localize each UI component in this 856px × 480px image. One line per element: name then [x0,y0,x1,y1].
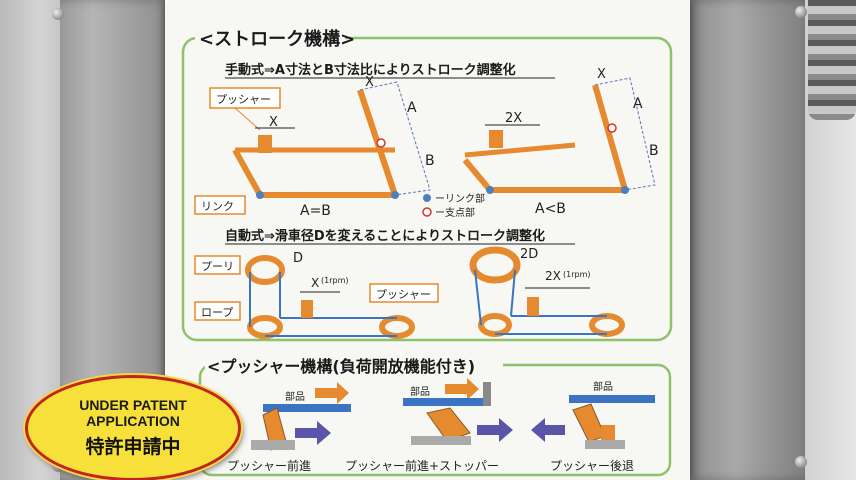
stroke-section-frame [181,36,673,342]
svg-text:プッシャー: プッシャー [216,93,271,106]
bolt-icon [795,6,807,18]
svg-text:プッシャー前進: プッシャー前進 [227,458,311,473]
pulley-rope-left: プーリ ロープ D X (1rpm) プッシャー [194,251,439,339]
svg-text:X: X [597,67,606,82]
pusher-block [258,135,272,153]
manual-linkage-right: 2X X A B A<B [462,67,659,217]
svg-text:D: D [293,251,303,266]
conveyor-roller [808,0,856,120]
link-label-box [194,195,246,215]
legend: ーリンク部 ー支点部 [422,192,485,219]
svg-text:ー支点部: ー支点部 [435,206,475,219]
svg-text:部品: 部品 [285,390,305,403]
pulley-rope-right: 2D 2X (1rpm) [469,246,625,337]
pusher-step-advance-stopper: 部品 プッシャー前進+ストッパー [345,378,513,473]
svg-text:A: A [633,96,643,112]
svg-text:プーリ: プーリ [201,260,234,273]
svg-text:X: X [269,115,278,130]
pulley-large [469,246,521,284]
board-diagram: <ストローク機構> 手動式⇒A寸法とB寸法比によりストローク調整化 プッシャー … [181,22,673,477]
bolt-icon [795,456,807,468]
pusher-step-retract: 部品 プッシャー後退 [531,380,655,473]
badge-line-1: UNDER PATENT [79,397,187,413]
svg-text:ロープ: ロープ [201,306,233,319]
svg-text:部品: 部品 [410,385,430,398]
svg-text:B: B [649,143,659,159]
svg-text:2D: 2D [520,247,538,262]
badge-line-2: APPLICATION [86,413,180,429]
svg-text:X: X [311,276,319,290]
svg-text:プッシャー後退: プッシャー後退 [550,459,634,473]
patent-badge: UNDER PATENT APPLICATION 特許申請中 [25,375,241,480]
manual-linkage-left: プッシャー X X A B リンク A=B [194,75,435,219]
pusher-step-advance: 部品 プッシャー前進 [227,382,351,473]
machine-frame-right [690,0,805,480]
manual-heading: 手動式⇒A寸法とB寸法比によりストローク調整化 [225,62,516,78]
svg-text:部品: 部品 [593,380,613,393]
bolt-icon [52,8,64,20]
stroke-section-title: <ストローク機構> [199,28,355,50]
svg-text:ーリンク部: ーリンク部 [435,192,485,205]
svg-text:X: X [365,75,374,90]
auto-heading: 自動式⇒滑車径Dを変えることによりストローク調整化 [225,228,545,244]
ratio-less: A<B [535,201,566,217]
svg-text:プッシャー前進+ストッパー: プッシャー前進+ストッパー [345,458,499,473]
part-bar [263,404,351,412]
svg-text:(1rpm): (1rpm) [563,270,591,279]
svg-text:(1rpm): (1rpm) [321,276,349,285]
pusher-section-title: <プッシャー機構(負荷開放機能付き) [207,357,475,376]
explanation-board: <ストローク機構> 手動式⇒A寸法とB寸法比によりストローク調整化 プッシャー … [165,0,690,480]
svg-text:A: A [407,100,417,116]
svg-text:2X: 2X [505,111,522,126]
svg-text:リンク: リンク [201,200,234,213]
pusher-label-box [209,87,281,109]
badge-line-3: 特許申請中 [85,436,181,458]
svg-text:B: B [425,153,435,169]
svg-text:プッシャー: プッシャー [376,288,431,301]
ratio-equal: A=B [300,203,331,219]
svg-text:2X: 2X [545,269,561,283]
pulley-small [245,255,285,285]
